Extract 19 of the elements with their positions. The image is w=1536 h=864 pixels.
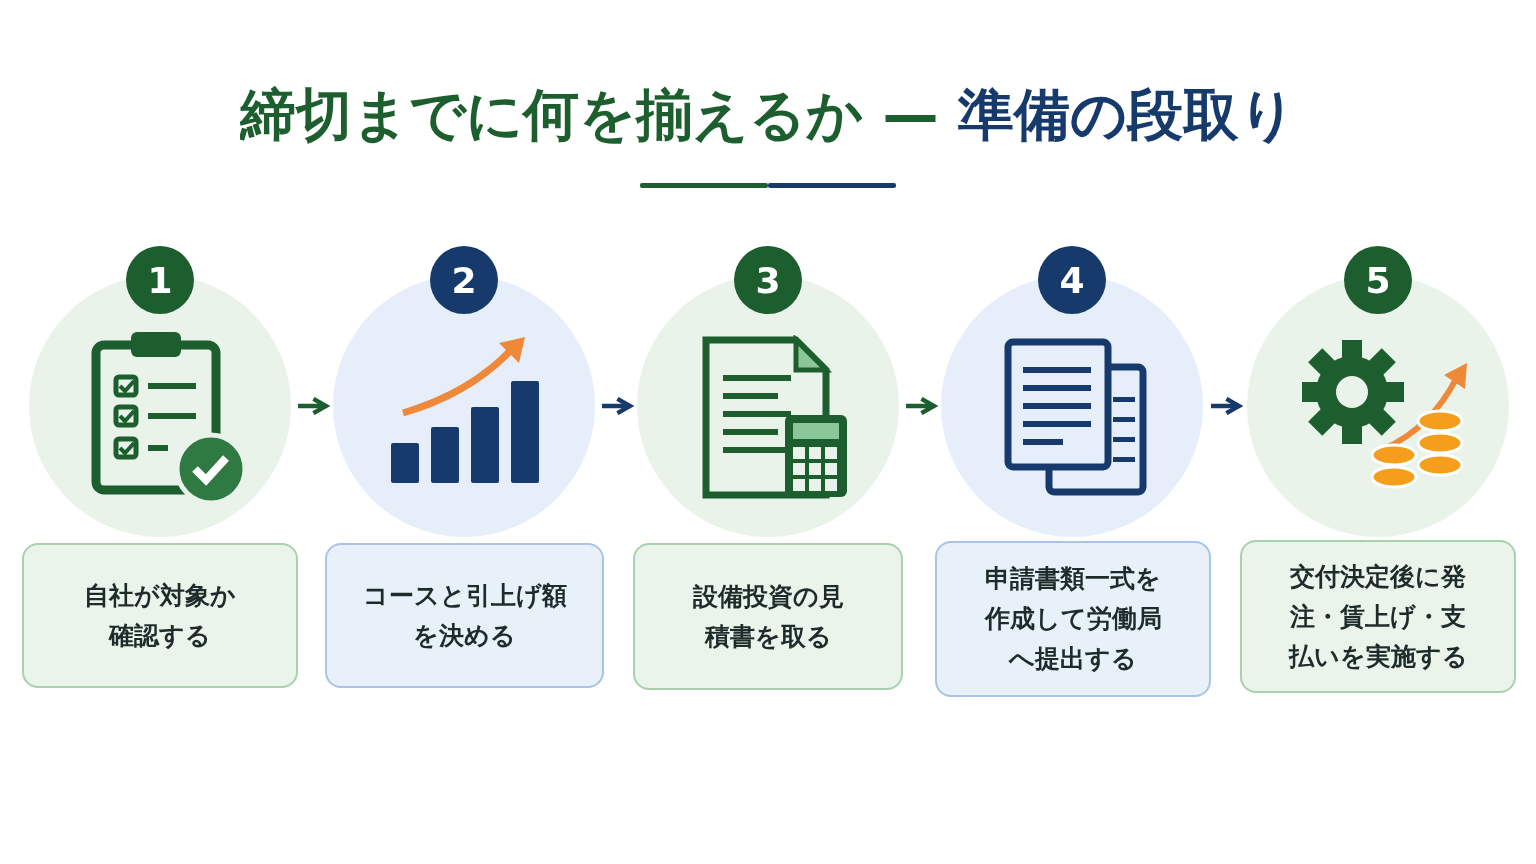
step-card xyxy=(935,541,1211,697)
step-number-badge: 3 xyxy=(734,246,802,314)
step-text: 申請書類一式を作成して労働局へ提出する xyxy=(983,563,1163,675)
step-number-badge: 4 xyxy=(1038,246,1106,314)
step-card xyxy=(22,543,298,688)
step-card xyxy=(1240,540,1516,693)
step-card xyxy=(325,543,604,688)
arrow xyxy=(1211,396,1242,416)
arrow xyxy=(906,396,937,416)
step-text: 交付決定後に発注・賃上げ・支払いを実施する xyxy=(1287,560,1469,673)
arrow xyxy=(298,396,329,416)
step-number-badge: 1 xyxy=(126,246,194,314)
step-number-badge: 2 xyxy=(430,246,498,314)
arrow xyxy=(602,396,633,416)
step-text: 設備投資の見積書を取る xyxy=(691,580,845,653)
step-number-badge: 5 xyxy=(1344,246,1412,314)
step-text: コースと引上げ額を決める xyxy=(361,579,568,652)
step-text: 自社が対象か確認する xyxy=(83,579,237,652)
step-card xyxy=(633,543,903,690)
